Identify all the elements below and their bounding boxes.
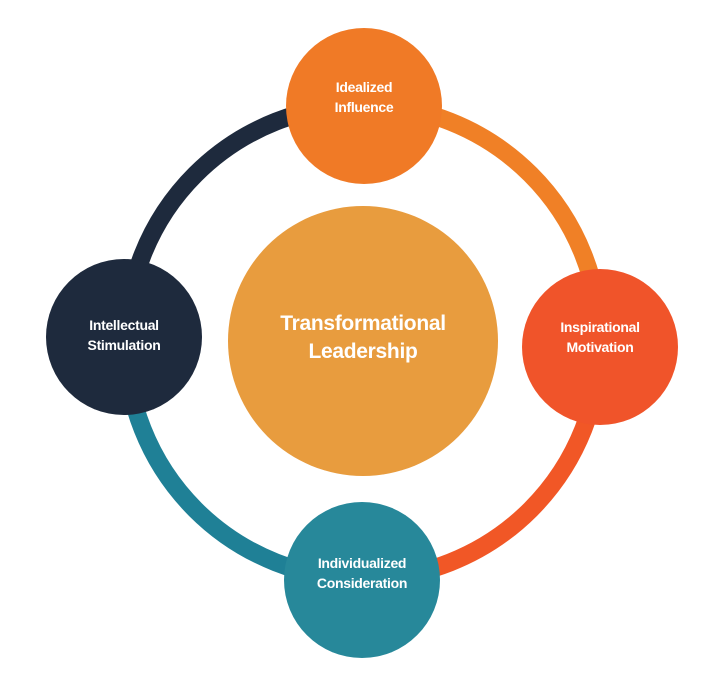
node-individualized-consideration: Individualized Consideration — [284, 502, 440, 658]
idealized-influence-circle — [286, 28, 442, 184]
inspirational-motivation-label-line1: Inspirational — [560, 319, 639, 335]
node-inspirational-motivation: Inspirational Motivation — [522, 269, 678, 425]
center-label-line1: Transformational — [280, 312, 446, 335]
inspirational-motivation-circle — [522, 269, 678, 425]
intellectual-stimulation-label-line1: Intellectual — [89, 317, 159, 333]
idealized-influence-label-line1: Idealized — [336, 79, 392, 95]
inspirational-motivation-label-line2: Motivation — [567, 339, 634, 355]
center-circle — [228, 206, 498, 476]
individualized-consideration-label-line2: Consideration — [317, 575, 407, 591]
individualized-consideration-label-line1: Individualized — [318, 555, 406, 571]
node-idealized-influence: Idealized Influence — [286, 28, 442, 184]
intellectual-stimulation-label-line2: Stimulation — [88, 337, 161, 353]
center-label-line2: Leadership — [308, 340, 417, 363]
individualized-consideration-circle — [284, 502, 440, 658]
intellectual-stimulation-circle — [46, 259, 202, 415]
node-intellectual-stimulation: Intellectual Stimulation — [46, 259, 202, 415]
node-transformational-leadership: Transformational Leadership — [228, 206, 498, 476]
idealized-influence-label-line2: Influence — [335, 99, 394, 115]
